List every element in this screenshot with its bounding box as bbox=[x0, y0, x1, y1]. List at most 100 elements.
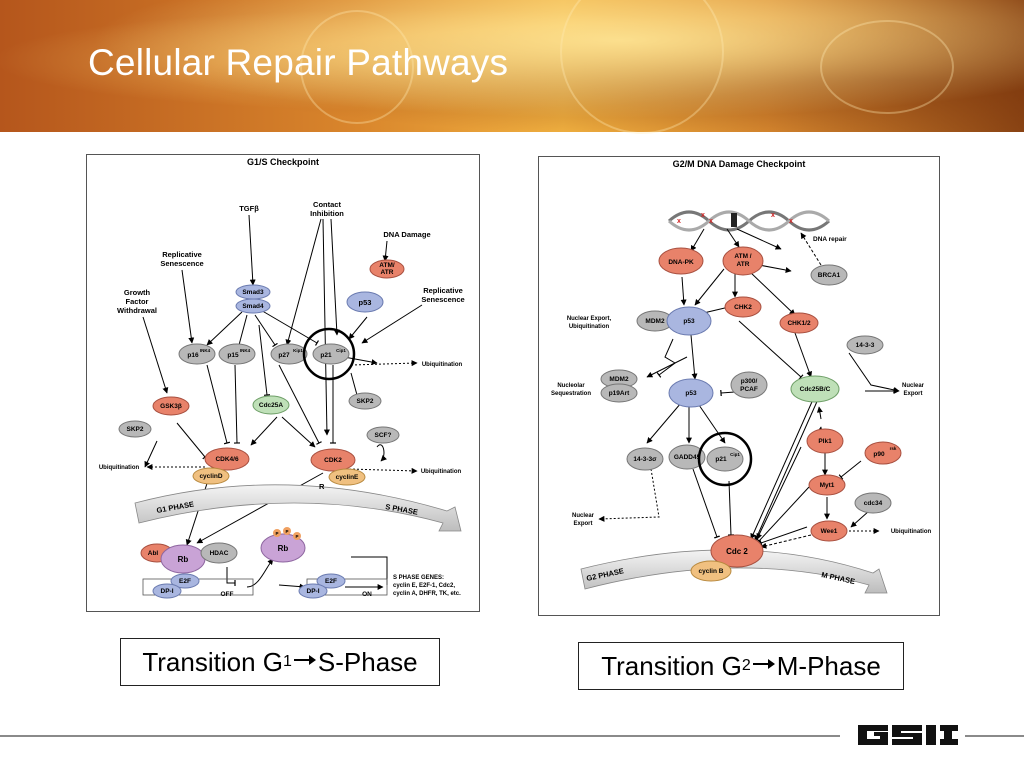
slide-title: Cellular Repair Pathways bbox=[88, 42, 509, 83]
nuclear-export-right-label-2: Export bbox=[903, 391, 922, 397]
p21-highlight-circle bbox=[302, 327, 356, 381]
p21-superscript: Cip1 bbox=[336, 348, 346, 353]
dna-pk-node bbox=[658, 247, 704, 275]
abl-label: Abl bbox=[148, 550, 159, 557]
p19art-node bbox=[600, 383, 638, 403]
14-3-3-sigma-label: 14-3-3σ bbox=[633, 456, 657, 463]
chk2-node bbox=[724, 296, 762, 318]
p300-label-1: p300/ bbox=[741, 378, 758, 385]
on-label: ON bbox=[362, 591, 372, 598]
caption-right-suffix: M-Phase bbox=[776, 650, 881, 681]
p53-label: p53 bbox=[359, 298, 372, 307]
s-phase-genes-line3: cyclin A, DHFR, TK, etc. bbox=[393, 591, 461, 597]
p16-label: p16 bbox=[187, 352, 199, 359]
skp2-left-label: SKP2 bbox=[127, 426, 144, 433]
dpi-label-off: DP-I bbox=[161, 588, 174, 595]
p16-node bbox=[178, 343, 216, 365]
cyclinb-node bbox=[690, 560, 732, 582]
brca1-label: BRCA1 bbox=[818, 272, 841, 279]
p21-g2-label: p21 bbox=[715, 456, 727, 463]
chk2-label: CHK2 bbox=[734, 304, 752, 311]
p27-label: p27 bbox=[278, 352, 290, 359]
p300-label-2: PCAF bbox=[740, 386, 758, 393]
mdm2-label-2: MDM2 bbox=[609, 376, 629, 383]
nuclear-export-ubiq-label-1: Nuclear Export, bbox=[567, 316, 612, 322]
cdc2-label: Cdc 2 bbox=[726, 547, 748, 556]
cdc25a-node bbox=[252, 395, 290, 415]
p16-superscript: INK4 bbox=[200, 348, 211, 353]
p15-label: p15 bbox=[227, 352, 239, 359]
tgf-beta-label: TGFβ bbox=[239, 204, 259, 213]
skp2-right-node bbox=[348, 392, 382, 410]
dna-helix: x x x x x bbox=[667, 210, 831, 232]
p300-pcaf-node bbox=[730, 371, 768, 399]
banner-decoration bbox=[560, 0, 724, 134]
arrow-right-icon bbox=[752, 659, 775, 669]
g1s-checkpoint-diagram: G1/S Checkpoint TGFβ Contact Inhibition … bbox=[86, 154, 480, 612]
g2m-diagram-svg: G2/M DNA Damage Checkpoint x x x x x DNA… bbox=[551, 159, 931, 594]
p53-label-1: p53 bbox=[683, 318, 695, 325]
replicative-senescence-2-line2: Senescence bbox=[421, 295, 464, 304]
rb-label: Rb bbox=[178, 555, 189, 564]
nuclear-export-left-label-2: Export bbox=[573, 521, 592, 527]
14-3-3-label: 14-3-3 bbox=[856, 342, 875, 349]
wee1-label: Wee1 bbox=[821, 528, 838, 535]
smad4-label: Smad4 bbox=[242, 303, 264, 310]
atm-atr-g2-label-1: ATM / bbox=[734, 253, 751, 260]
cyclinb-label: cyclin B bbox=[699, 568, 724, 575]
nuclear-export-left-label-1: Nuclear bbox=[572, 513, 595, 519]
g1-s-phase-band bbox=[134, 484, 462, 532]
caption-right-subscript: 2 bbox=[741, 657, 751, 674]
p15-node bbox=[218, 343, 256, 365]
phospho-rb-node bbox=[260, 533, 306, 563]
14-3-3-node bbox=[846, 335, 884, 355]
contact-inhibition-label-1: Contact bbox=[313, 200, 341, 209]
s-phase-genes-line1: S PHASE GENES: bbox=[393, 575, 444, 581]
cdc2-node bbox=[710, 534, 764, 568]
cdc34-label: cdc34 bbox=[864, 500, 883, 507]
dna-repair-label: DNA repair bbox=[813, 236, 847, 243]
s-phase-genes-line2: cyclin E, E2F-1, Cdc2, bbox=[393, 583, 455, 589]
replicative-senescence-1-line2: Senescence bbox=[160, 259, 203, 268]
chk12-label: CHK1/2 bbox=[787, 320, 811, 327]
phosphate-label: P bbox=[285, 529, 288, 534]
plk1-node bbox=[806, 428, 844, 454]
g1s-heading: G1/S Checkpoint bbox=[247, 157, 319, 167]
skp2-right-label: SKP2 bbox=[357, 398, 374, 405]
wee1-node bbox=[810, 520, 848, 542]
p27-superscript: Kip1 bbox=[293, 348, 303, 353]
p53-node bbox=[346, 291, 384, 313]
replicative-senescence-1-line1: Replicative bbox=[162, 250, 202, 259]
phosphate-marker bbox=[293, 532, 301, 540]
phospho-rb-label: Rb bbox=[278, 544, 289, 553]
e2f-label-on: E2F bbox=[325, 578, 337, 585]
svg-text:x: x bbox=[789, 218, 793, 225]
hdac-node bbox=[200, 542, 238, 564]
myt1-label: Myt1 bbox=[820, 482, 835, 489]
p21-g2-superscript: Cip1 bbox=[730, 452, 740, 457]
phosphate-label: P bbox=[295, 534, 298, 539]
smad4-node bbox=[235, 298, 271, 314]
gsk3b-label: GSK3β bbox=[160, 403, 182, 410]
scf-label: SCF? bbox=[375, 432, 392, 439]
restriction-point-label: R bbox=[319, 482, 325, 491]
cycline-label: cyclinE bbox=[336, 474, 359, 481]
p21-node bbox=[312, 343, 350, 365]
p53-node-1 bbox=[666, 306, 712, 336]
dpi-node-off bbox=[152, 583, 182, 599]
p21-g2-highlight-circle bbox=[697, 431, 753, 487]
contact-inhibition-label-2: Inhibition bbox=[310, 209, 344, 218]
nuclear-export-right-label-1: Nuclear bbox=[902, 383, 925, 389]
cdc34-node bbox=[854, 492, 892, 514]
atm-atr-node-g2 bbox=[722, 246, 764, 276]
gsi-logo-icon bbox=[858, 725, 958, 745]
g1s-diagram-svg: G1/S Checkpoint TGFβ Contact Inhibition … bbox=[99, 157, 465, 599]
p27-node bbox=[270, 343, 308, 365]
cdk2-label: CDK2 bbox=[324, 457, 342, 464]
svg-text:x: x bbox=[709, 218, 713, 225]
chk12-node bbox=[779, 312, 819, 334]
cdk46-node bbox=[204, 447, 250, 471]
caption-left-suffix: S-Phase bbox=[317, 646, 418, 677]
dna-damage-label: DNA Damage bbox=[383, 230, 430, 239]
